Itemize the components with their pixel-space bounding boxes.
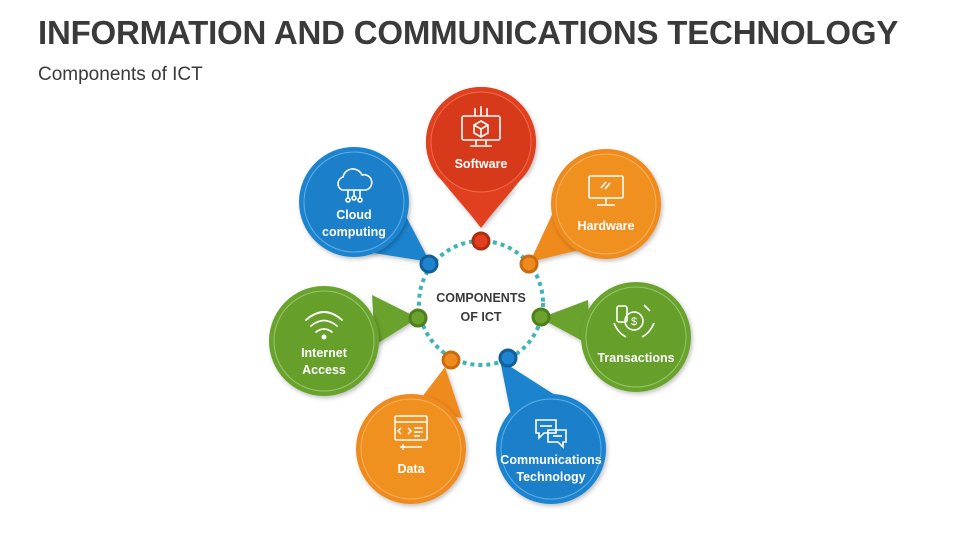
pin-tail <box>372 295 418 345</box>
ring-node <box>441 350 461 370</box>
component-data: Data <box>356 350 466 504</box>
code-window-icon <box>394 415 428 450</box>
component-software: Software <box>425 87 536 251</box>
component-transactions: $ Transactions <box>531 282 691 392</box>
component-label-line1: Communications <box>500 453 601 467</box>
pin-tail <box>540 300 590 345</box>
component-label-line2: Technology <box>516 470 585 484</box>
cloud-icon <box>337 168 373 203</box>
component-internet-access: Internet Access <box>269 286 428 396</box>
ring-node <box>498 348 518 368</box>
component-cloud-computing: Cloud computing <box>299 147 439 274</box>
pin-tail <box>500 360 555 420</box>
center-label-line1: COMPONENTS <box>436 291 526 305</box>
component-label-line1: Cloud <box>336 208 371 222</box>
page-subtitle: Components of ICT <box>38 64 203 85</box>
component-label: Data <box>397 462 425 476</box>
chat-bubbles-icon <box>535 419 567 449</box>
pin-inner <box>360 398 462 500</box>
component-label-line1: Internet <box>301 346 348 360</box>
ring-node <box>419 254 439 274</box>
component-label-line2: Access <box>302 363 346 377</box>
page-title: INFORMATION AND COMMUNICATIONS TECHNOLOG… <box>38 14 899 51</box>
component-label: Software <box>455 157 508 171</box>
component-label: Hardware <box>578 219 635 233</box>
svg-text:$: $ <box>631 316 637 328</box>
money-transfer-icon: $ <box>613 304 655 338</box>
pin-inner <box>430 91 532 193</box>
ring-node <box>471 231 491 251</box>
component-label-line2: computing <box>322 225 386 239</box>
monitor-icon <box>588 175 624 206</box>
component-communications-technology: Communications Technology <box>496 348 606 504</box>
pin-inner <box>585 286 687 388</box>
pin-inner <box>303 151 405 253</box>
pin-inner <box>273 290 375 392</box>
wifi-icon <box>305 311 343 340</box>
center-label-line2: OF ICT <box>461 310 502 324</box>
component-hardware: Hardware <box>519 149 661 274</box>
ring-node <box>531 307 551 327</box>
ring-node <box>408 308 428 328</box>
software-icon <box>461 106 501 147</box>
pin-inner <box>500 398 602 500</box>
ring-node <box>519 254 539 274</box>
component-label: Transactions <box>597 351 674 365</box>
